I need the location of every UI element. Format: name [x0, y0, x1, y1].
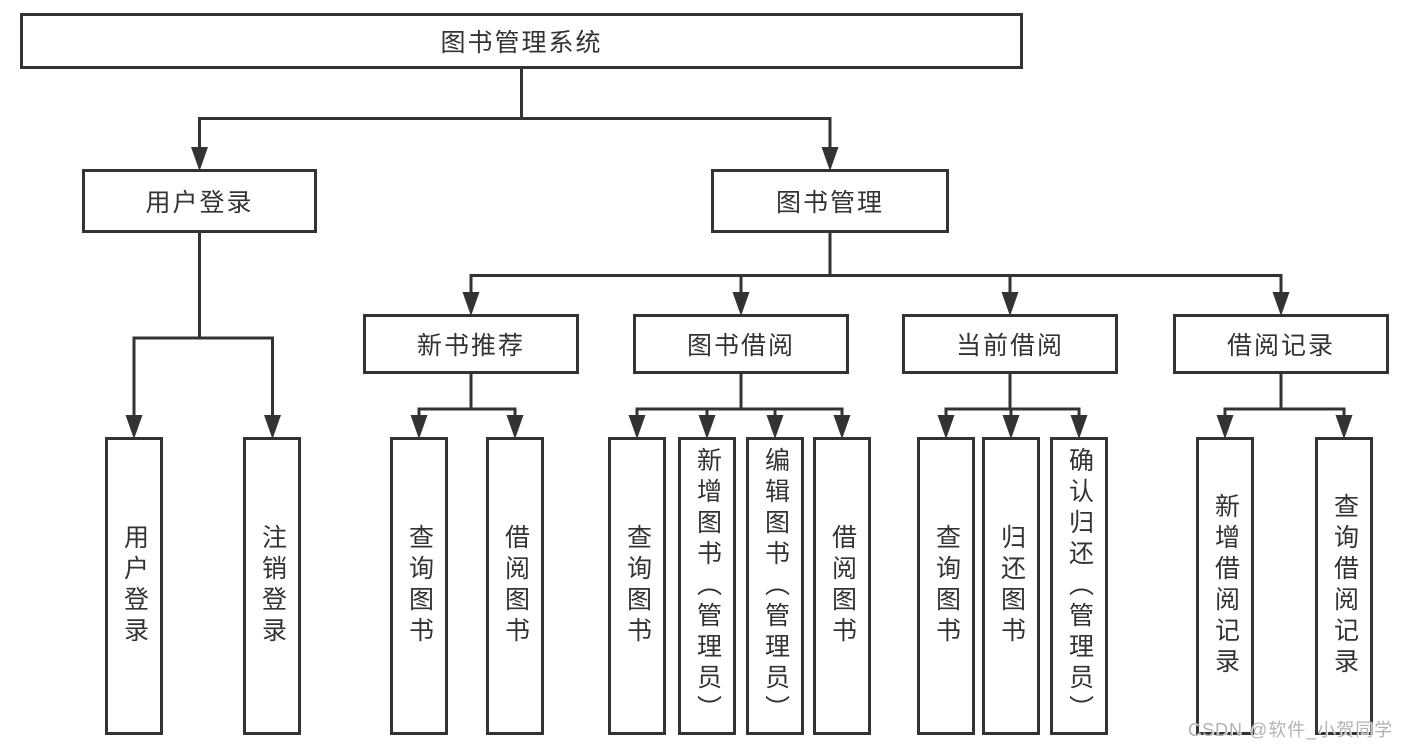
node-book-mgmt-label: 图书管理: [775, 189, 884, 217]
leaf-newbook-query: 查询图书: [390, 437, 448, 735]
node-book-borrow: 图书借阅: [633, 314, 849, 374]
leaf-current-confirm: 确认归还（管理员）: [1050, 437, 1108, 735]
leaf-record-add-label: 新增借阅记录: [1211, 493, 1240, 679]
leaf-logout: 注销登录: [243, 437, 301, 735]
leaf-current-confirm-label: 确认归还（管理员）: [1065, 446, 1094, 726]
node-new-book: 新书推荐: [363, 314, 579, 374]
node-root: 图书管理系统: [20, 13, 1023, 69]
node-new-book-label: 新书推荐: [416, 332, 525, 360]
leaf-record-query: 查询借阅记录: [1315, 437, 1373, 735]
leaf-user-login: 用户登录: [105, 437, 163, 735]
leaf-borrow-query: 查询图书: [608, 437, 666, 735]
leaf-borrow-borrow: 借阅图书: [813, 437, 871, 735]
leaf-borrow-add: 新增图书（管理员）: [678, 437, 736, 735]
leaf-current-query-label: 查询图书: [932, 524, 961, 648]
node-book-borrow-label: 图书借阅: [686, 332, 795, 360]
leaf-borrow-edit: 编辑图书（管理员）: [746, 437, 804, 735]
leaf-borrow-borrow-label: 借阅图书: [828, 524, 857, 648]
leaf-newbook-query-label: 查询图书: [405, 524, 434, 648]
node-root-label: 图书管理系统: [440, 29, 603, 57]
node-user-login: 用户登录: [82, 169, 317, 233]
leaf-borrow-edit-label: 编辑图书（管理员）: [761, 446, 790, 726]
csdn-watermark: CSDN @软件_小贺同学: [1188, 720, 1394, 740]
leaf-logout-label: 注销登录: [258, 524, 287, 648]
leaf-record-query-label: 查询借阅记录: [1330, 493, 1359, 679]
leaf-newbook-borrow: 借阅图书: [486, 437, 544, 735]
leaf-user-login-label: 用户登录: [120, 524, 149, 648]
leaf-current-query: 查询图书: [917, 437, 975, 735]
leaf-current-return-label: 归还图书: [997, 524, 1026, 648]
leaf-record-add: 新增借阅记录: [1196, 437, 1254, 735]
node-current-borrow: 当前借阅: [902, 314, 1118, 374]
node-book-mgmt: 图书管理: [711, 169, 949, 233]
node-borrow-records: 借阅记录: [1173, 314, 1389, 374]
node-user-login-label: 用户登录: [145, 189, 254, 217]
leaf-borrow-query-label: 查询图书: [623, 524, 652, 648]
node-current-borrow-label: 当前借阅: [955, 332, 1064, 360]
leaf-newbook-borrow-label: 借阅图书: [501, 524, 530, 648]
leaf-borrow-add-label: 新增图书（管理员）: [693, 446, 722, 726]
node-borrow-records-label: 借阅记录: [1226, 332, 1335, 360]
leaf-current-return: 归还图书: [982, 437, 1040, 735]
